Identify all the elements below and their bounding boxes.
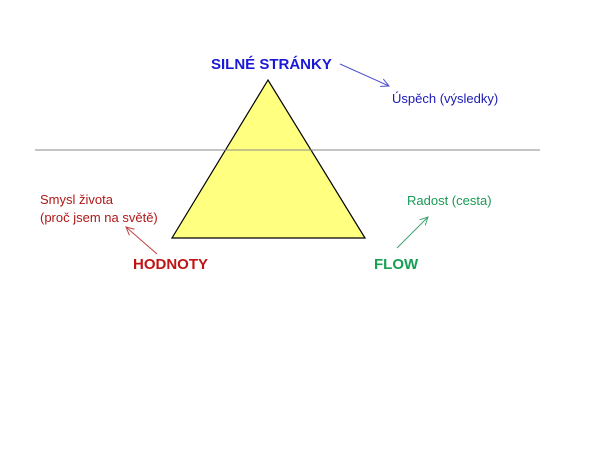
left-label-hodnoty: HODNOTY <box>133 256 208 273</box>
left-note-line2: (proč jsem na světě) <box>40 210 158 225</box>
right-note-radost: Radost (cesta) <box>407 193 492 208</box>
pyramid-triangle <box>170 78 367 239</box>
top-label-silne-stranky: SILNÉ STRÁNKY <box>211 56 332 73</box>
top-note-uspech: Úspěch (výsledky) <box>392 91 499 106</box>
right-arrow <box>396 217 428 249</box>
left-note-line1: Smysl života <box>40 192 113 207</box>
right-label-flow: FLOW <box>374 256 419 273</box>
left-arrow <box>126 227 158 255</box>
top-arrow <box>339 63 389 86</box>
